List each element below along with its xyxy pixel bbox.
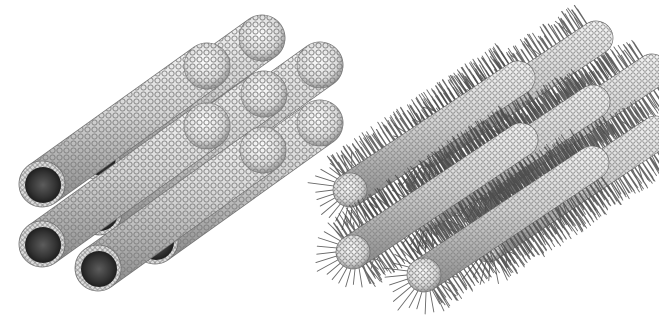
hairy-tube-bundle (308, 5, 659, 314)
hollow-tube-bundle (19, 15, 343, 291)
